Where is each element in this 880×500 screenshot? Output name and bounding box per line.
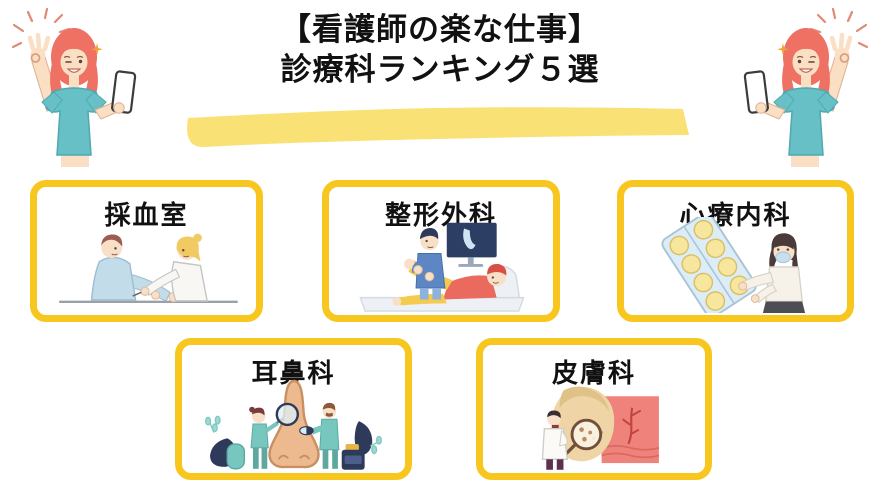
giant-nose-exam-illustration — [204, 379, 382, 470]
card-psychosomatic: 心療内科 — [617, 180, 854, 322]
title-line-1: 【看護師の楽な仕事】 — [280, 12, 600, 47]
blood-draw-illustration — [58, 233, 238, 304]
card-ent: 耳鼻科 — [175, 338, 412, 480]
card-label-dermatology: 皮膚科 — [551, 358, 636, 388]
orthopedics-xray-illustration — [359, 222, 525, 312]
woman-ok-phone-illustration-left — [5, 5, 155, 170]
skin-magnifier-exam-illustration — [541, 386, 660, 470]
pill-blister-pack-illustration — [660, 217, 805, 313]
woman-ok-phone-illustration-right — [725, 5, 875, 170]
title-line-2: 診療科ランキング５選 — [280, 52, 600, 88]
card-orthopedics: 整形外科 — [322, 180, 560, 322]
card-label-blood-draw: 採血室 — [104, 200, 189, 230]
yellow-marker-underline-icon — [187, 107, 690, 148]
page-title: 【看護師の楽な仕事】 診療科ランキング５選 — [0, 10, 880, 91]
card-blood-draw: 採血室 — [30, 180, 263, 322]
card-dermatology: 皮膚科 — [476, 338, 712, 480]
